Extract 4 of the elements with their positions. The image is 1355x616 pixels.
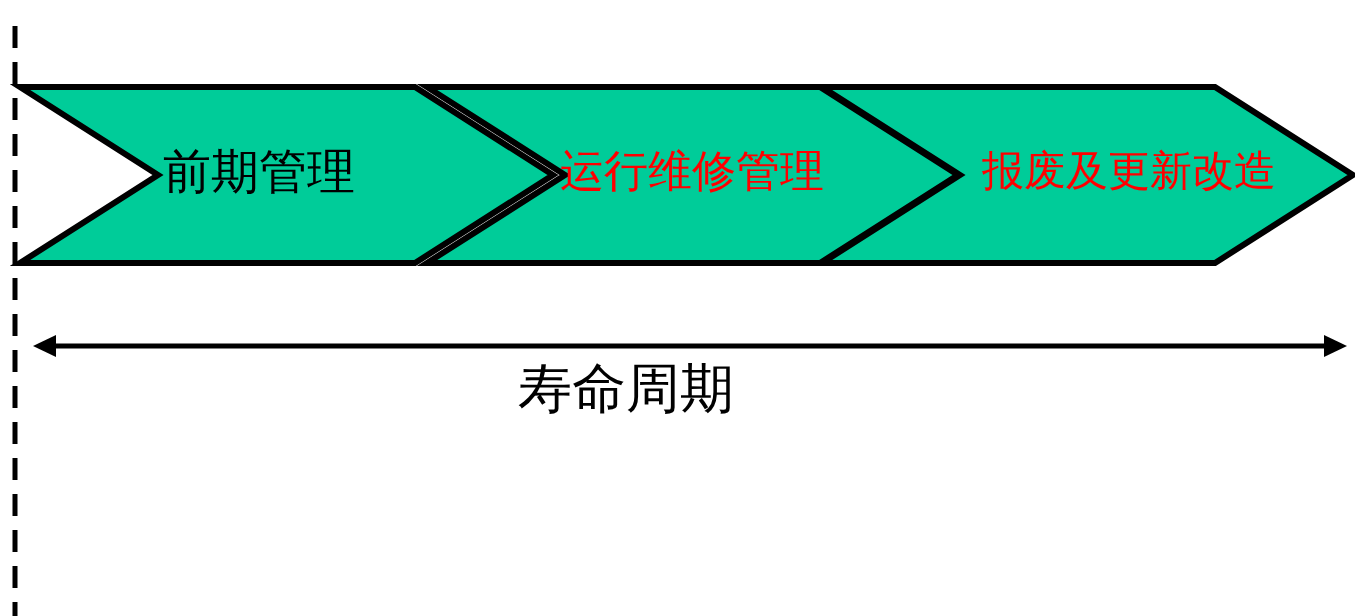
- chevron-label: 前期管理: [163, 147, 355, 195]
- dimension-label: 寿命周期: [518, 362, 734, 416]
- chevron-label: 运行维修管理: [560, 149, 824, 193]
- chevron-label: 报废及更新改造: [982, 150, 1276, 192]
